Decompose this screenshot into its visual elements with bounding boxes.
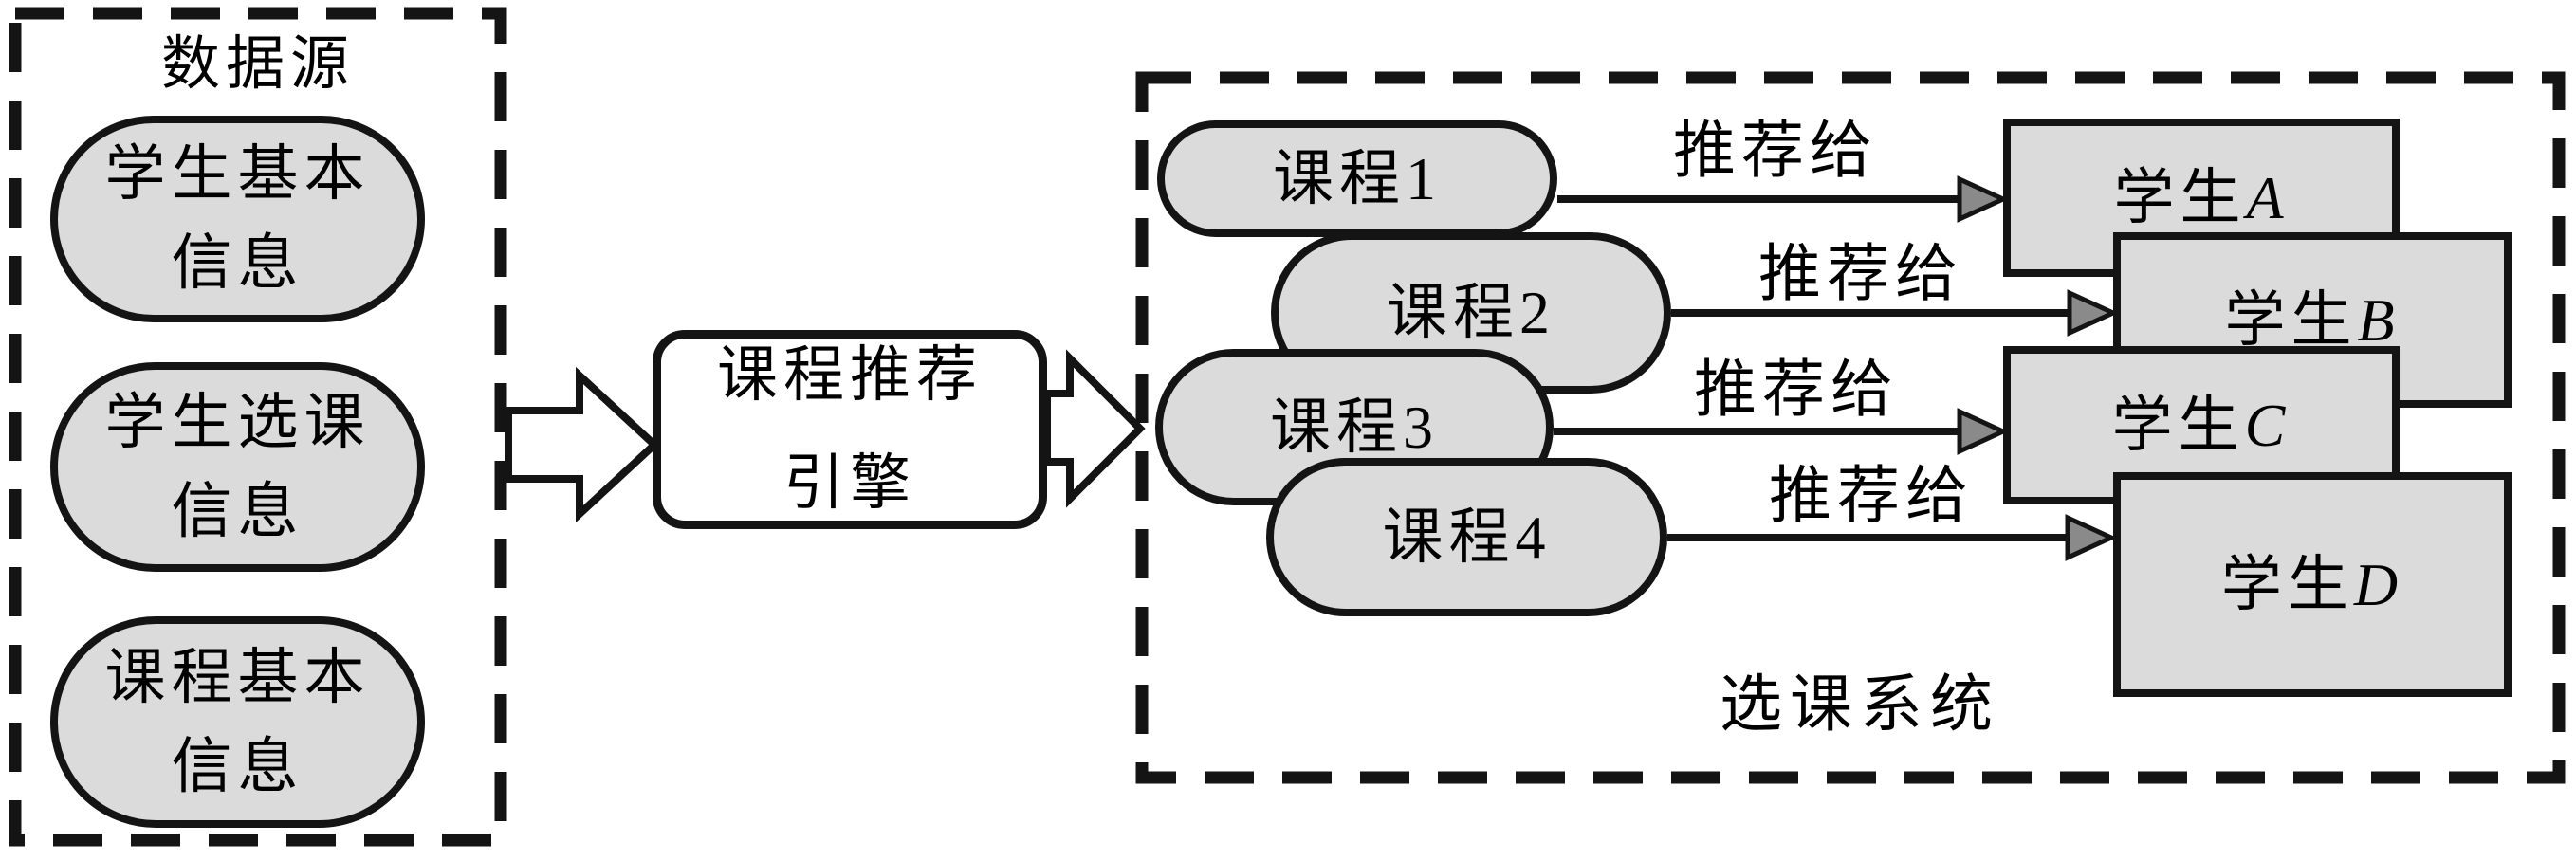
node-label-line: 学生选课	[104, 388, 371, 456]
data-source-title: 数据源	[160, 32, 356, 97]
course-system-title: 选课系统	[1720, 670, 2000, 740]
node-student-d: 学生D	[2113, 472, 2512, 697]
course-label: 课程4	[1382, 503, 1552, 571]
arrowhead-icon	[2067, 289, 2120, 337]
node-label-line: 信息	[171, 732, 304, 800]
flow-arrow-right	[1043, 349, 1146, 508]
course-label: 课程3	[1270, 393, 1439, 461]
engine-label-line: 课程推荐	[717, 341, 983, 409]
student-label-letter: D	[2353, 550, 2404, 618]
student-label: 学生A	[2113, 167, 2289, 229]
student-label-prefix: 学生	[2224, 285, 2358, 354]
arrow-label-recommend-to: 推荐给	[1673, 117, 1878, 186]
student-label-letter: B	[2357, 285, 2401, 354]
student-label-letter: C	[2244, 391, 2291, 459]
arrowhead-icon	[1957, 175, 2010, 223]
student-label: 学生D	[2221, 554, 2403, 615]
student-label: 学生C	[2111, 391, 2291, 459]
student-label: 学生B	[2224, 289, 2400, 351]
student-label-letter: A	[2246, 163, 2290, 231]
node-course-1: 课程1	[1157, 120, 1557, 237]
node-course-basic-info: 课程基本 信息	[50, 616, 425, 828]
engine-label-line: 引擎	[783, 449, 916, 517]
node-student-basic-info: 学生基本 信息	[50, 116, 425, 322]
arrow-label-recommend-to: 推荐给	[1758, 240, 1963, 309]
node-recommendation-engine: 课程推荐 引擎	[653, 330, 1047, 529]
node-label-line: 信息	[171, 477, 304, 545]
arrow-label-recommend-to: 推荐给	[1694, 356, 1899, 425]
student-label-prefix: 学生	[2220, 550, 2354, 618]
arrowhead-icon	[2065, 514, 2118, 561]
node-label-line: 信息	[171, 229, 304, 297]
student-label-prefix: 学生	[2113, 163, 2247, 231]
node-student-enrollment-info: 学生选课 信息	[50, 362, 425, 572]
course-label: 课程1	[1273, 144, 1442, 212]
flow-arrow-left	[505, 366, 660, 523]
arrow-label-recommend-to: 推荐给	[1769, 462, 1974, 531]
student-label-prefix: 学生	[2111, 391, 2245, 459]
node-label-line: 学生基本	[104, 140, 371, 208]
course-label: 课程2	[1387, 279, 1555, 346]
arrowhead-icon	[1957, 408, 2010, 455]
node-label-line: 课程基本	[104, 643, 371, 711]
node-course-4: 课程4	[1266, 458, 1667, 616]
